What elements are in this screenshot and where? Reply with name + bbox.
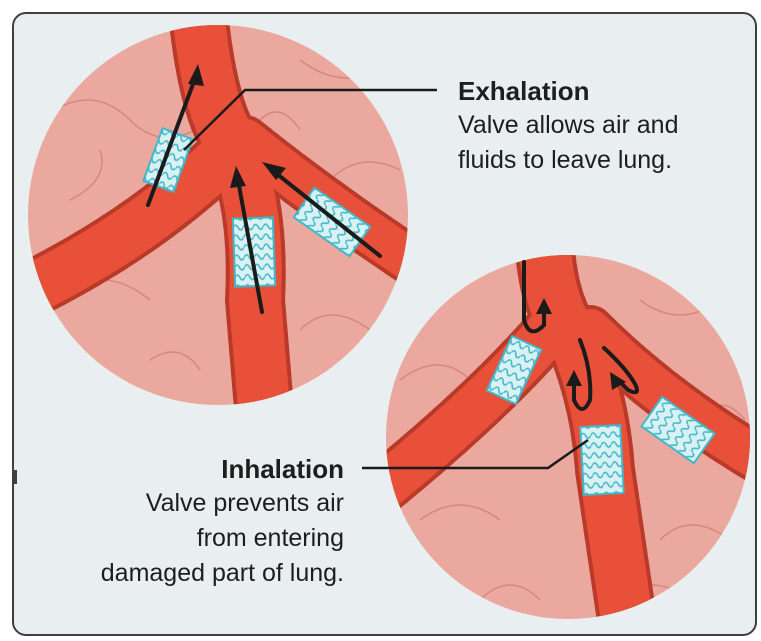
inhalation-description-line: from entering xyxy=(14,521,344,556)
inhalation-description-line: damaged part of lung. xyxy=(14,556,344,591)
valve-icon xyxy=(580,425,624,495)
exhalation-description-line: Valve allows air and xyxy=(458,108,748,143)
exhalation-title: Exhalation xyxy=(458,74,748,108)
inhalation-description-line: Valve prevents air xyxy=(14,486,344,521)
exhalation-description-line: fluids to leave lung. xyxy=(458,143,748,178)
exhalation-label: Exhalation Valve allows air and fluids t… xyxy=(458,74,748,178)
inhalation-title: Inhalation xyxy=(14,452,344,486)
inhalation-lung-circle xyxy=(380,250,760,640)
exhalation-lung-circle xyxy=(28,25,410,420)
inhalation-label: Inhalation Valve prevents air from enter… xyxy=(14,452,344,591)
